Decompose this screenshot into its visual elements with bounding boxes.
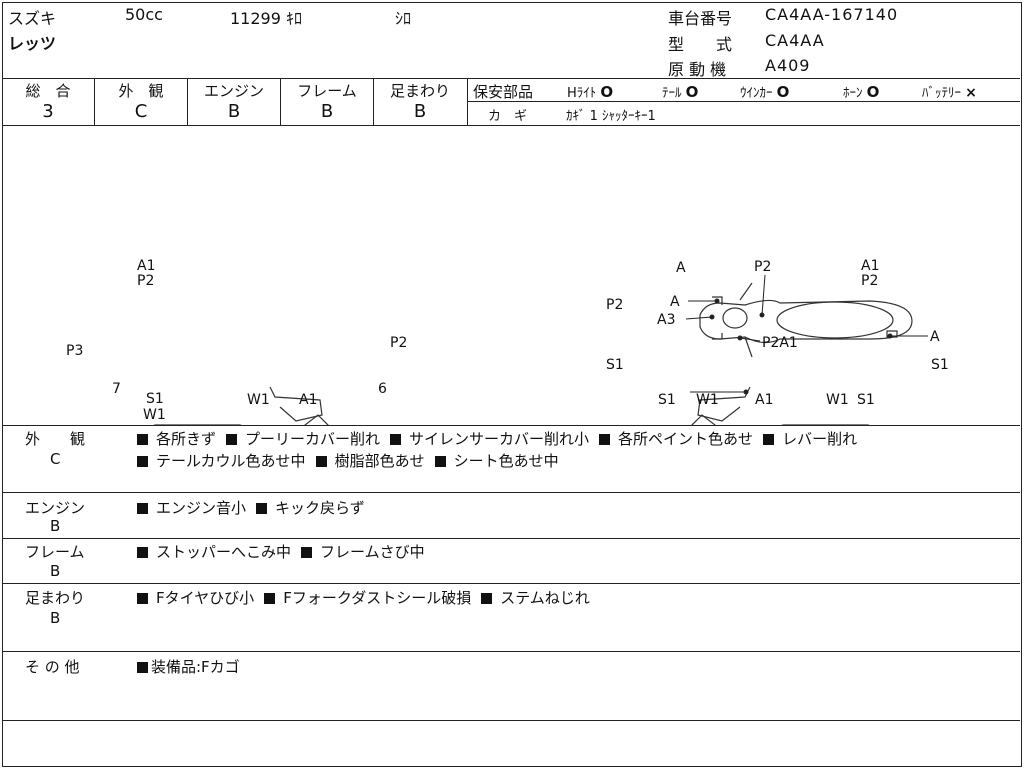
type-label: 型 式: [668, 35, 733, 54]
chassis-label: 車台番号: [668, 9, 733, 28]
model-name: レッツ: [8, 34, 57, 53]
label-top-p2a1: P2A1: [762, 335, 798, 351]
remark-line-other: 装備品:Fカゴ: [137, 656, 250, 677]
divider: [2, 78, 1020, 79]
engine-label: 原 動 機: [668, 60, 727, 79]
label-left-w1-center: W1: [247, 392, 270, 408]
label-right-s1: S1: [606, 357, 624, 373]
grade-header-frame: フレーム: [297, 82, 357, 100]
label-left-w1: W1: [143, 407, 166, 423]
label-left-a1: A1: [137, 258, 155, 274]
grade-header-suspension: 足まわり: [389, 82, 450, 100]
remark-grade-exterior: C: [50, 450, 61, 468]
remark-label-frame: フレーム: [25, 543, 85, 561]
label-right-s1-side: S1: [931, 357, 949, 373]
divider: [2, 538, 1020, 539]
label-left-p2-front: P2: [390, 335, 407, 351]
remark-label-exterior: 外 観: [25, 430, 86, 448]
grade-header-engine: エンジン: [203, 82, 264, 100]
label-right-a: A: [676, 260, 686, 276]
safety-item-headlight: Hﾗｲﾄ O: [567, 83, 614, 101]
remark-grade-engine: B: [50, 517, 61, 535]
key-label: カ ギ: [488, 109, 528, 124]
scooter-top-view: [699, 282, 913, 358]
label-left-a1-front: A1: [299, 392, 317, 408]
engine-value: A409: [765, 56, 811, 75]
scooter-left-view: [153, 386, 329, 425]
divider: [2, 125, 1020, 126]
label-right-s1-bottom: S1: [658, 392, 676, 408]
label-top-a: A: [670, 294, 680, 310]
label-left-6: 6: [378, 381, 387, 397]
divider: [187, 78, 188, 125]
grade-frame: B: [320, 101, 334, 122]
divider: [2, 583, 1020, 584]
mileage: 11299 ｷﾛ: [230, 9, 302, 28]
remark-line-engine: エンジン音小キック戻らず: [137, 497, 375, 518]
grade-suspension: B: [413, 101, 427, 122]
remark-line-exterior-2: テールカウル色あせ中樹脂部色あせシート色あせ中: [137, 450, 569, 471]
divider: [2, 492, 1020, 493]
divider: [94, 78, 95, 125]
label-top-a3: A3: [657, 312, 675, 328]
remark-label-suspension: 足まわり: [25, 589, 86, 607]
grade-engine: B: [227, 101, 241, 122]
divider: [2, 651, 1020, 652]
label-top-a-rear: A: [930, 329, 940, 345]
label-right-w1-rear: W1: [826, 392, 849, 408]
maker: スズキ: [8, 9, 57, 28]
label-left-p3: P3: [66, 343, 83, 359]
safety-item-horn: ﾎｰﾝ O: [843, 83, 880, 101]
safety-item-tail: ﾃｰﾙ O: [662, 83, 699, 101]
remark-grade-frame: B: [50, 562, 61, 580]
label-right-w1: W1: [696, 392, 719, 408]
label-left-s1: S1: [146, 391, 164, 407]
remark-line-exterior-1: 各所きずプーリーカバー削れサイレンサーカバー削れ小各所ペイント色あせレバー削れ: [137, 428, 857, 449]
grade-header-exterior: 外 観: [118, 82, 164, 100]
divider: [467, 101, 1020, 102]
color: ｼﾛ: [395, 9, 412, 28]
damage-diagram: P2 A A3 P2A1 A A1 P2 P3 P2 7 S1 W1 W1 A1…: [66, 258, 949, 425]
label-right-a1-bottom: A1: [755, 392, 773, 408]
divider: [373, 78, 374, 125]
label-right-a1: A1: [861, 258, 879, 274]
scooter-right-view: [691, 386, 870, 425]
remark-line-frame: ストッパーへこみ中フレームさび中: [137, 541, 435, 562]
grade-header-overall: 総 合: [25, 82, 71, 100]
safety-item-battery: ﾊﾞｯﾃﾘｰ ×: [922, 85, 977, 101]
safety-label: 保安部品: [473, 83, 534, 101]
divider: [280, 78, 281, 125]
type-value: CA4AA: [765, 31, 825, 50]
label-right-p2-rear: P2: [861, 273, 878, 289]
safety-item-winker: ｳｲﾝｶｰ O: [740, 83, 790, 101]
remark-grade-suspension: B: [50, 609, 61, 627]
label-left-7: 7: [112, 381, 121, 397]
grade-exterior: C: [134, 101, 148, 122]
divider: [2, 720, 1020, 721]
label-left-p2: P2: [137, 273, 154, 289]
remark-label-other: そ の 他: [25, 658, 80, 676]
divider: [467, 78, 468, 125]
label-right-s1-rear: S1: [857, 392, 875, 408]
divider: [2, 425, 1020, 426]
chassis-number: CA4AA-167140: [765, 5, 899, 24]
key-value: ｶｷﾞ 1 ｼｬｯﾀｰｷｰ1: [566, 109, 656, 124]
grade-overall: 3: [42, 101, 54, 122]
label-top-p2: P2: [754, 259, 771, 275]
label-right-p2: P2: [606, 297, 623, 313]
remark-label-engine: エンジン: [25, 499, 86, 517]
displacement: 50cc: [125, 5, 163, 24]
